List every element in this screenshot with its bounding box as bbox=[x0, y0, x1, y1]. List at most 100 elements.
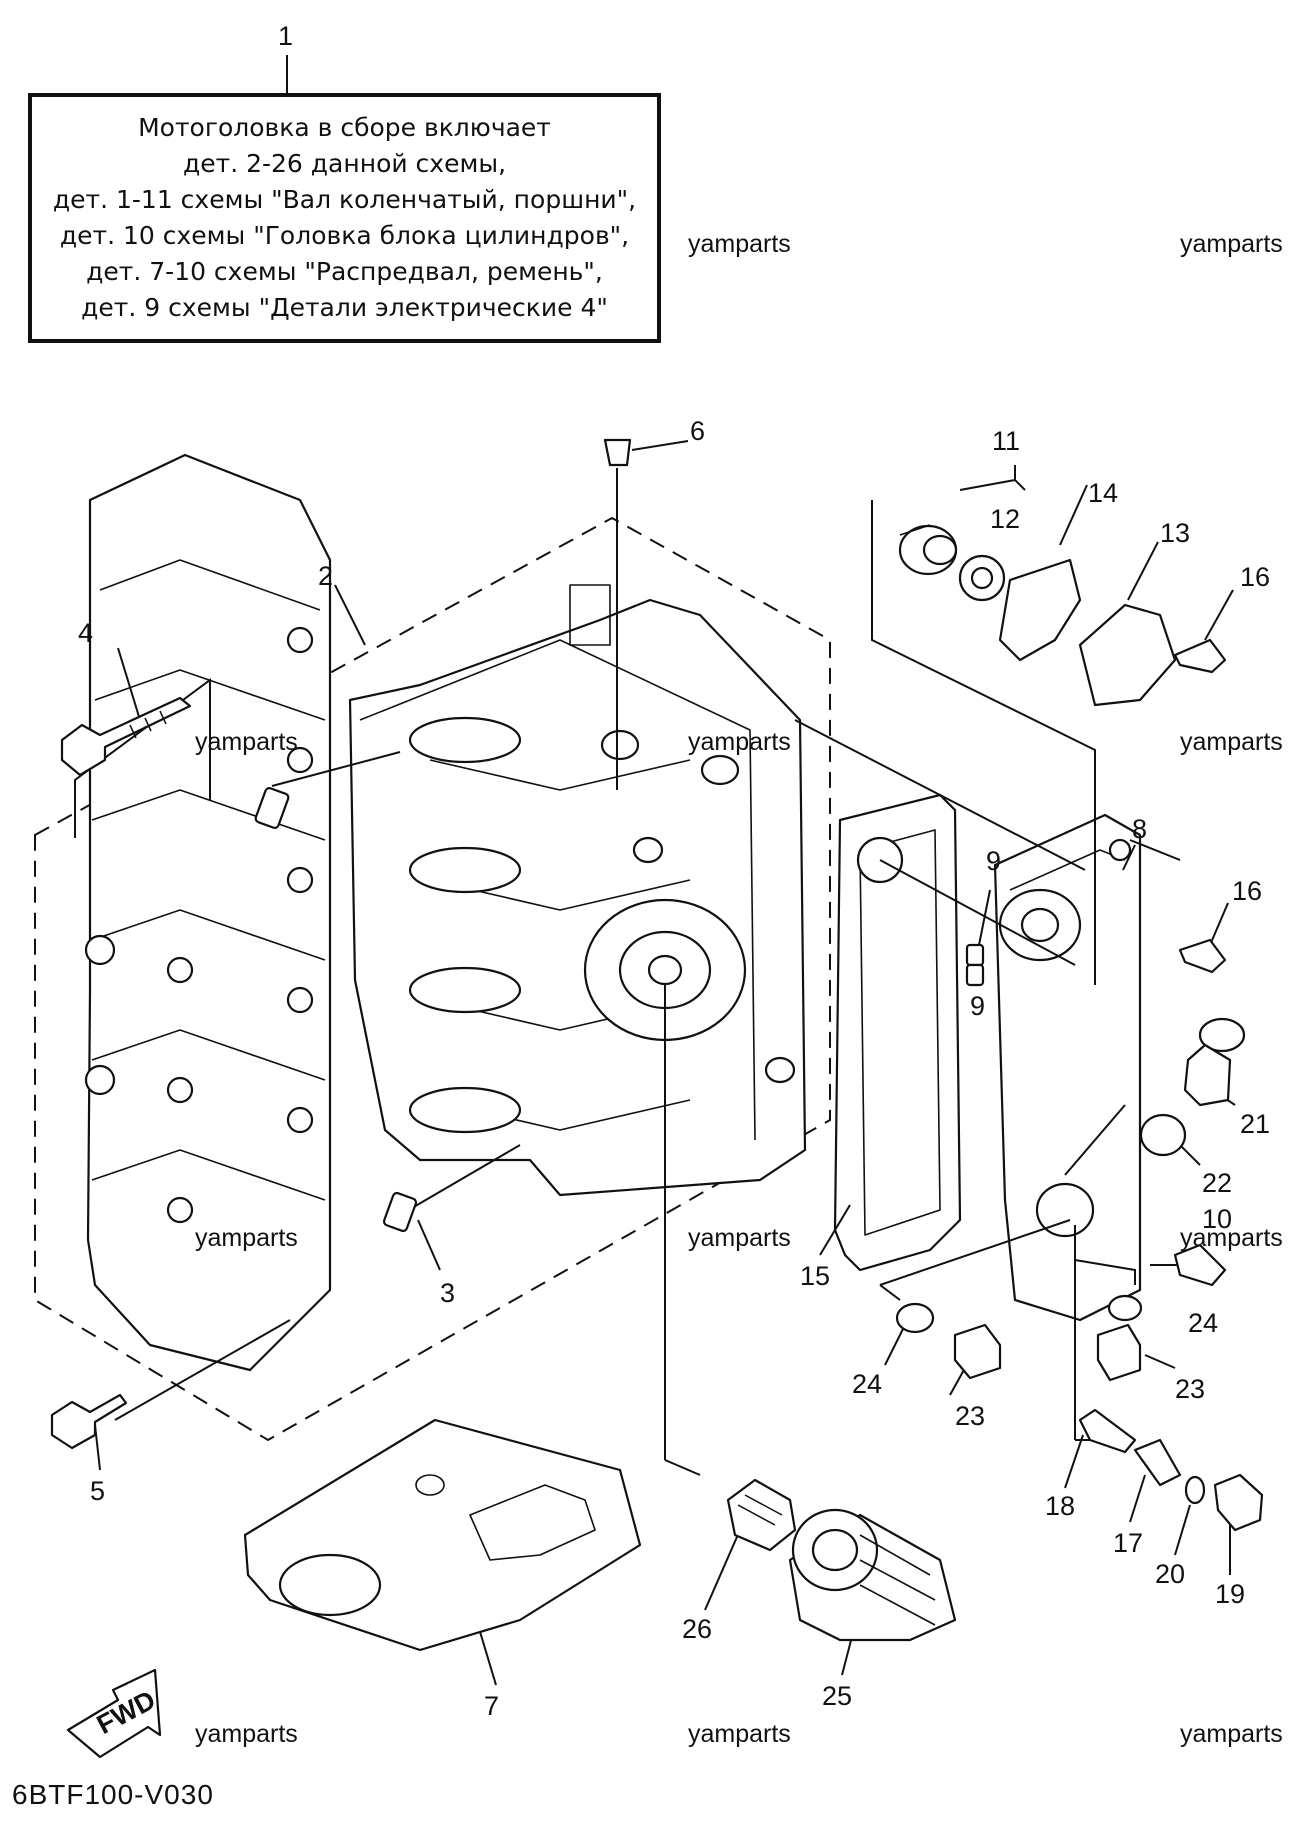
head-cover-part bbox=[84, 453, 332, 1372]
callout-4: 4 bbox=[78, 618, 93, 648]
callout-25: 25 bbox=[822, 1681, 852, 1711]
assembly-line-26-end bbox=[664, 1459, 701, 1476]
leader-16b bbox=[1209, 902, 1229, 946]
oil-filter-25 bbox=[788, 1508, 957, 1642]
watermark: yamparts bbox=[1180, 1224, 1283, 1252]
callout-12: 12 bbox=[990, 504, 1020, 534]
callout-5: 5 bbox=[90, 1476, 105, 1506]
bracket-11 bbox=[959, 478, 1026, 491]
callout-24-right: 24 bbox=[1188, 1308, 1218, 1338]
watermark: yamparts bbox=[688, 1720, 791, 1748]
callout-9-lower: 9 bbox=[970, 991, 985, 1021]
oring-20 bbox=[1184, 1475, 1206, 1505]
assembly-line-21 bbox=[1064, 1104, 1126, 1176]
note-line-4: дет. 10 схемы "Головка блока цилиндров", bbox=[59, 221, 630, 250]
assembly-line-dowel-upper bbox=[271, 751, 401, 787]
callout-16-upper: 16 bbox=[1240, 562, 1270, 592]
leader-16a bbox=[1204, 589, 1234, 641]
bolt-10 bbox=[1173, 1243, 1227, 1287]
thermostat-cover-13 bbox=[1078, 603, 1177, 707]
watermark: yamparts bbox=[195, 1720, 298, 1748]
leader-13 bbox=[1127, 541, 1159, 601]
leader-18 bbox=[1064, 1434, 1084, 1489]
callout-9-upper: 9 bbox=[986, 846, 1001, 876]
plug-23b bbox=[953, 1323, 1002, 1380]
assembly-note-box: Мотоголовка в сборе включает дет. 2-26 д… bbox=[28, 93, 661, 343]
callout-19: 19 bbox=[1215, 1579, 1245, 1609]
dowel-pin-3 bbox=[382, 1191, 418, 1233]
leader-14 bbox=[1059, 484, 1088, 546]
note-line-1: Мотоголовка в сборе включает bbox=[138, 113, 551, 142]
assembly-boundary-dashed bbox=[34, 516, 831, 1442]
bolt-16a bbox=[1173, 638, 1227, 674]
callout-8: 8 bbox=[1132, 814, 1147, 844]
callout-11: 11 bbox=[992, 426, 1020, 456]
note-line-3: дет. 1-11 схемы "Вал коленчатый, поршни"… bbox=[52, 185, 637, 214]
watermark: yamparts bbox=[1180, 1720, 1283, 1748]
callout-22: 22 bbox=[1202, 1168, 1232, 1198]
bolt-5 bbox=[50, 1393, 128, 1450]
callout-1: 1 bbox=[278, 21, 293, 51]
callout-20: 20 bbox=[1155, 1559, 1185, 1589]
callout-23-right: 23 bbox=[1175, 1374, 1205, 1404]
callout-24-left: 24 bbox=[852, 1369, 882, 1399]
watermark: yamparts bbox=[195, 1224, 298, 1252]
callout-7: 7 bbox=[484, 1691, 499, 1721]
assembly-line-9 bbox=[879, 859, 1076, 966]
watermark: yamparts bbox=[1180, 728, 1283, 756]
cylinder-block-part bbox=[348, 584, 807, 1197]
leader-4 bbox=[117, 647, 141, 721]
plug-19 bbox=[1213, 1473, 1264, 1532]
gasket-14 bbox=[998, 558, 1082, 662]
callout-14: 14 bbox=[1088, 478, 1118, 508]
watermark: yamparts bbox=[688, 230, 791, 258]
washer-24a bbox=[1107, 1294, 1143, 1322]
watermark: yamparts bbox=[1180, 230, 1283, 258]
assembly-bracket-11-16 bbox=[871, 500, 1096, 985]
note-line-5: дет. 7-10 схемы "Распредвал, ремень", bbox=[86, 257, 603, 286]
note-line-2: дет. 2-26 данной схемы, bbox=[182, 149, 507, 178]
gasket-12 bbox=[958, 554, 1006, 602]
washer-24b bbox=[895, 1302, 935, 1334]
leader-17 bbox=[1129, 1474, 1146, 1523]
callout-17: 17 bbox=[1113, 1528, 1143, 1558]
callout-18: 18 bbox=[1045, 1491, 1075, 1521]
watermark: yamparts bbox=[195, 728, 298, 756]
bolt-18 bbox=[1078, 1408, 1137, 1454]
gasket-7 bbox=[243, 1418, 642, 1652]
assembly-line-dowel-lower bbox=[399, 1144, 521, 1216]
leader-9 bbox=[977, 889, 991, 951]
assembly-line-5 bbox=[114, 1319, 291, 1421]
leader-23a bbox=[1144, 1354, 1176, 1369]
union-bolt-26 bbox=[726, 1478, 797, 1552]
plug-6 bbox=[603, 438, 632, 467]
bolt-4 bbox=[60, 696, 192, 777]
watermark: yamparts bbox=[688, 1224, 791, 1252]
leader-6 bbox=[631, 440, 689, 451]
leader-15 bbox=[819, 1204, 851, 1256]
fwd-arrow-icon: FWD bbox=[66, 1668, 162, 1759]
callout-26: 26 bbox=[682, 1614, 712, 1644]
callout-3: 3 bbox=[440, 1278, 455, 1308]
gasket-15 bbox=[833, 793, 962, 1272]
leader-20 bbox=[1174, 1504, 1191, 1556]
callout-15: 15 bbox=[800, 1261, 830, 1291]
assembly-line-16b bbox=[1129, 839, 1181, 861]
assembly-line-10 bbox=[1074, 1259, 1136, 1285]
callout-2: 2 bbox=[318, 561, 333, 591]
callout-13: 13 bbox=[1160, 518, 1190, 548]
leader-2 bbox=[334, 584, 366, 646]
note-line-6: дет. 9 схемы "Детали электрические 4" bbox=[81, 293, 608, 322]
dowel-pin-9-upper bbox=[965, 943, 985, 967]
assembly-line-23-end bbox=[879, 1284, 901, 1301]
leader-24b bbox=[884, 1324, 906, 1366]
watermark: yamparts bbox=[688, 728, 791, 756]
callout-16-lower: 16 bbox=[1232, 876, 1262, 906]
leader-3 bbox=[417, 1219, 441, 1271]
dowel-pin-upper bbox=[254, 787, 290, 829]
callout-10: 10 bbox=[1202, 1204, 1232, 1234]
dowel-pin-9-lower bbox=[965, 963, 985, 987]
callout-6: 6 bbox=[690, 416, 705, 446]
